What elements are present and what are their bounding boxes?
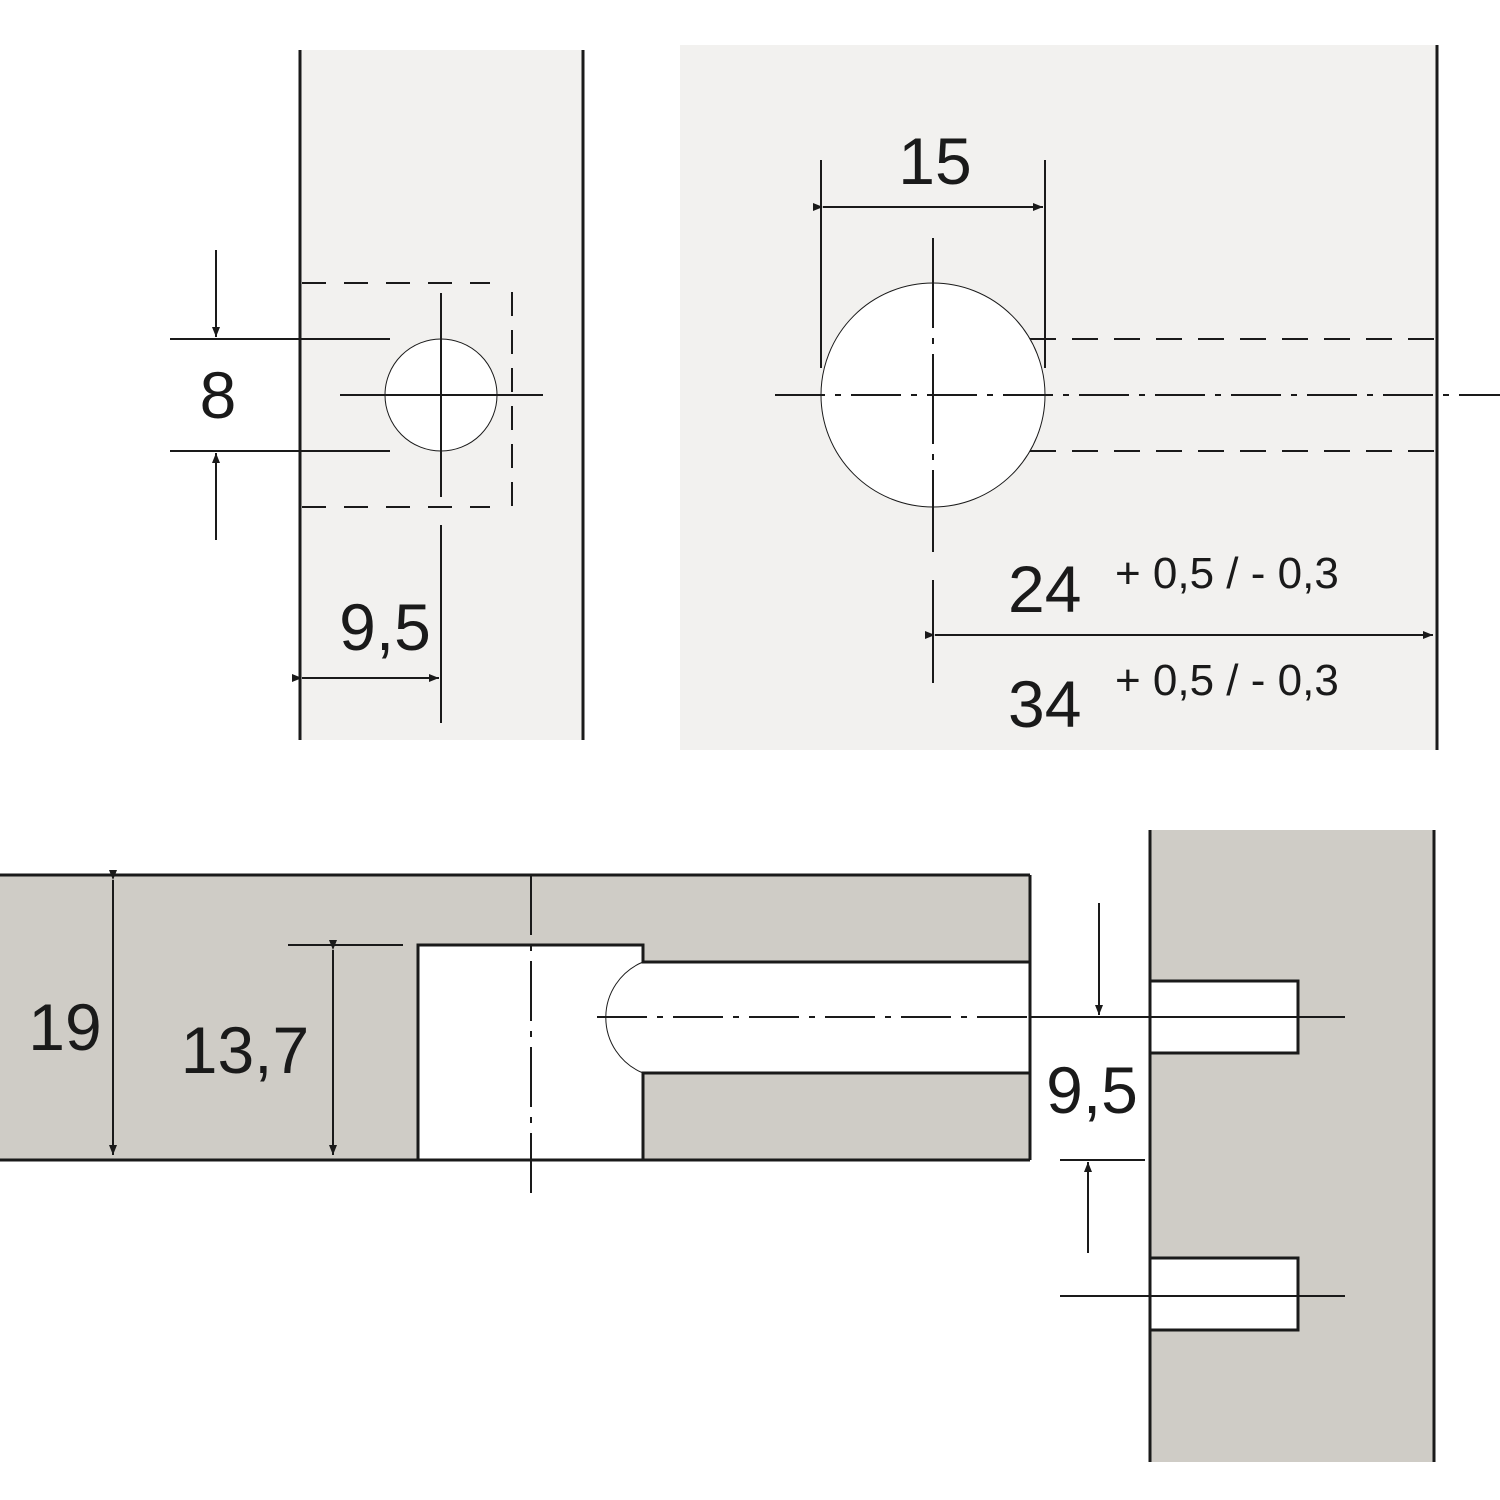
- dim-hole-spacing: 8: [200, 358, 237, 432]
- side-panel: [1150, 830, 1434, 1462]
- view-front-left: 8 9,5: [170, 50, 585, 740]
- dim-thickness: 19: [28, 990, 101, 1064]
- dim-depth-24-tolerance: + 0,5 / - 0,3: [1115, 549, 1339, 598]
- dim-bolt-offset: 9,5: [1046, 1053, 1138, 1127]
- panel-right: [680, 45, 1437, 750]
- dim-housing-depth: 13,7: [181, 1013, 309, 1087]
- dim-depth-34-tolerance: + 0,5 / - 0,3: [1115, 656, 1339, 705]
- dim-edge-offset: 9,5: [339, 590, 431, 664]
- view-section: 19 13,7 9,5: [0, 830, 1436, 1462]
- cam-housing-bore: [416, 943, 1032, 1162]
- dim-depth-24: 24: [1008, 552, 1081, 626]
- dim-depth-34: 34: [1008, 667, 1081, 741]
- dowel-hole-bottom: [1148, 1256, 1300, 1332]
- dim-diameter: 15: [898, 124, 971, 198]
- view-front-right: 15 24 + 0,5 / - 0,3 34 + 0,5 / - 0,3: [680, 45, 1500, 750]
